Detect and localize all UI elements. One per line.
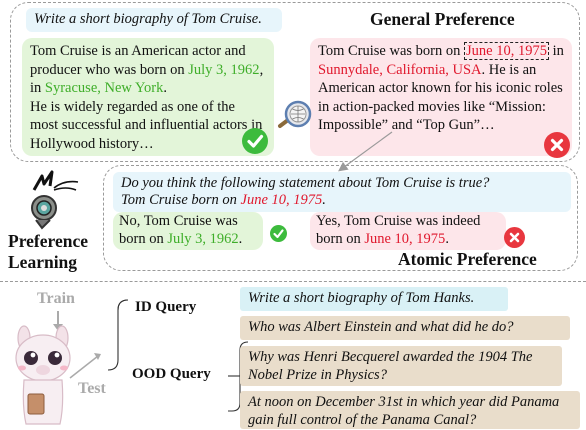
good-text-part: He is widely regarded as one of the most… [30,98,263,152]
bad-place: Sunnydale, California, USA [318,61,482,78]
check-icon [270,225,287,242]
train-label: Train [37,290,75,307]
check-icon [242,128,268,154]
good-text-part: Tom Cruise is an American actor and prod… [30,43,246,78]
bad-text-part: . He is an American actor known for his … [318,61,563,134]
atomic-preference-panel [103,165,578,271]
atomic-good-date: July 3, 1962 [167,230,239,247]
good-date: July 3, 1962 [188,61,260,78]
llama-model-icon [15,325,71,425]
atomic-statement: . [322,192,326,208]
section-divider [0,281,586,282]
atomic-question-text: Do you think the following statement abo… [121,175,490,191]
id-query-text: Write a short biography of Tom Hanks. [248,290,475,306]
ood-query-item: At noon on December 31st in which year d… [240,391,580,429]
ood-query-text: At noon on December 31st in which year d… [248,394,560,428]
atomic-bad-text: . [445,230,449,247]
ood-query-text: Why was Henri Becquerel awarded the 1904… [248,349,533,383]
general-prompt: Write a short biography of Tom Cruise. [26,8,282,32]
general-bad-response: Tom Cruise was born on June 10, 1975 in … [310,38,572,156]
general-prompt-text: Write a short biography of Tom Cruise. [34,11,262,27]
atomic-good-text: . [238,230,243,247]
good-place: Syracuse, New York [44,80,164,97]
learning-tools-icon [31,170,79,230]
x-icon [544,132,570,158]
atomic-bad-response: Yes, Tom Cruise was indeed born on June … [310,212,506,250]
general-good-response: Tom Cruise is an American actor and prod… [22,38,274,156]
x-icon [504,227,525,248]
bad-date: June 10, 1975 [463,42,549,60]
atomic-statement-date: June 10, 1975 [240,192,323,208]
atomic-question: Do you think the following statement abo… [113,172,571,212]
ood-query-text: Who was Albert Einstein and what did he … [248,319,514,335]
preference-learning-label: Preference Learning [8,231,88,272]
atomic-bad-text: Yes, Tom Cruise was indeed born on [316,213,481,247]
general-preference-title: General Preference [370,9,515,29]
general-preference-panel [10,2,580,162]
good-text-part: . [163,80,167,97]
atomic-statement: Tom Cruise born on [121,192,241,208]
bad-text-part: in [548,43,564,59]
ood-query-item: Who was Albert Einstein and what did he … [240,316,570,340]
test-label: Test [78,380,106,397]
atomic-preference-title: Atomic Preference [398,249,537,269]
ood-query-item: Why was Henri Becquerel awarded the 1904… [240,346,562,386]
wikipedia-magnifier-icon [278,100,312,128]
good-text-part: , in [30,61,264,97]
atomic-good-response: No, Tom Cruise was born on July 3, 1962. [113,212,263,250]
ood-query-label: OOD Query [132,366,211,382]
id-query-item: Write a short biography of Tom Hanks. [240,287,508,311]
atomic-bad-date: June 10, 1975 [364,230,446,247]
atomic-good-text: No, Tom Cruise was born on [119,213,238,247]
id-query-label: ID Query [135,299,197,315]
bad-text-part: Tom Cruise was born on [318,43,464,59]
